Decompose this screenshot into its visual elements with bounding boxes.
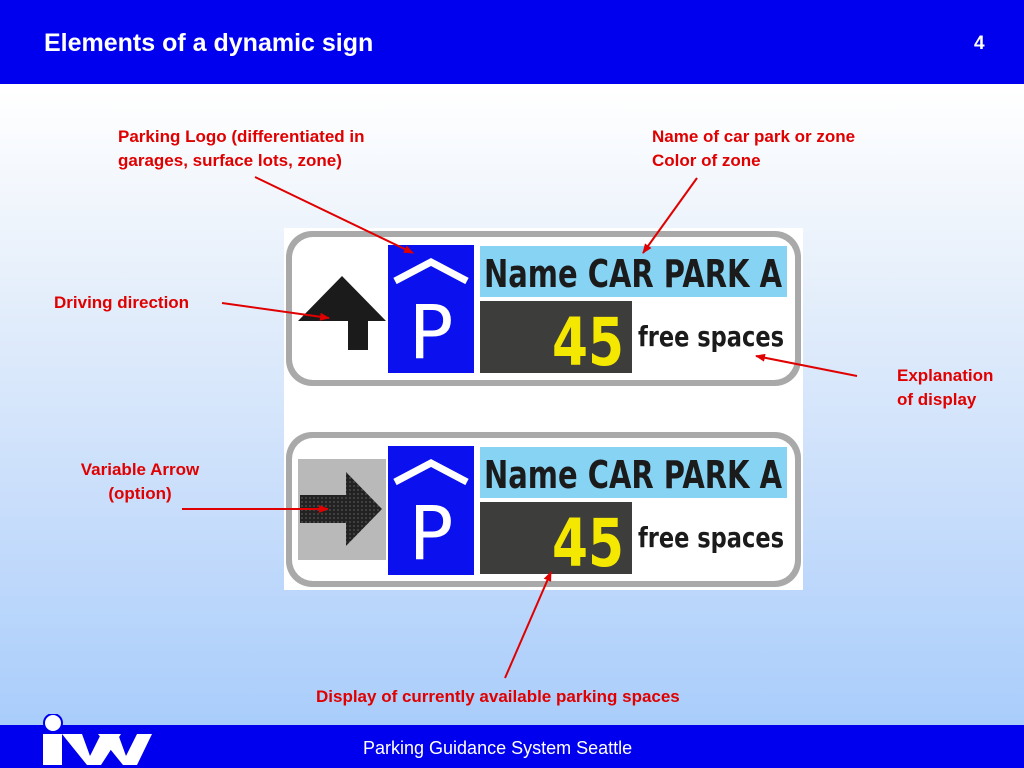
page-number: 4 — [974, 33, 985, 54]
right-arrow-icon — [300, 472, 382, 546]
explanation-label: Explanation of display — [897, 364, 993, 412]
parking-logo-label-line1: Parking Logo (differentiated in — [118, 127, 365, 146]
variable-arrow-label-line1: Variable Arrow — [80, 460, 200, 479]
car-park-name-label-line1: Name of car park or zone — [652, 127, 856, 146]
footer-title: Parking Guidance System Seattle — [363, 738, 633, 758]
name-bar — [480, 246, 787, 297]
title-bar — [0, 0, 1024, 84]
footer-bar — [0, 725, 1024, 768]
parking-letter: P — [409, 491, 454, 577]
car-park-name: Name CAR PARK A — [484, 252, 782, 296]
sign-variable: P Name CAR PARK A 45 free spaces — [286, 432, 801, 587]
count-display — [480, 502, 632, 574]
variable-arrow-label: Variable Arrow (option) — [62, 458, 218, 506]
up-arrow-icon — [298, 276, 386, 350]
parking-garage-icon: P — [388, 245, 474, 376]
display-spaces-label: Display of currently available parking s… — [316, 687, 680, 706]
free-spaces-text: free spaces — [638, 320, 784, 353]
name-bar — [480, 447, 787, 498]
sign-illustration: P Name CAR PARK A 45 free spaces P — [284, 228, 803, 590]
explanation-label-line1: Explanation — [897, 366, 994, 385]
count-display — [480, 301, 632, 373]
sign-svg: P Name CAR PARK A 45 free spaces P — [286, 231, 801, 587]
sign-static: P Name CAR PARK A 45 free spaces — [286, 231, 801, 386]
parking-letter: P — [409, 290, 454, 376]
parking-logo-label-line2: garages, surface lots, zone) — [118, 151, 342, 170]
parking-logo-label: Parking Logo (differentiated in garages,… — [118, 125, 365, 173]
car-park-name: Name CAR PARK A — [484, 453, 782, 497]
car-park-name-label-line2: Color of zone — [652, 151, 761, 170]
free-spaces-text: free spaces — [638, 521, 784, 554]
driving-direction-label: Driving direction — [54, 293, 190, 312]
variable-arrow-label-line2: (option) — [108, 484, 172, 503]
parking-garage-icon: P — [388, 446, 474, 577]
ivv-logo — [43, 714, 152, 765]
free-space-count: 45 — [552, 505, 624, 582]
free-space-count: 45 — [552, 304, 624, 381]
slide-title: Elements of a dynamic sign — [44, 29, 374, 57]
car-park-name-label: Name of car park or zone Color of zone — [652, 125, 855, 173]
explanation-label-line2: of display — [897, 390, 977, 409]
